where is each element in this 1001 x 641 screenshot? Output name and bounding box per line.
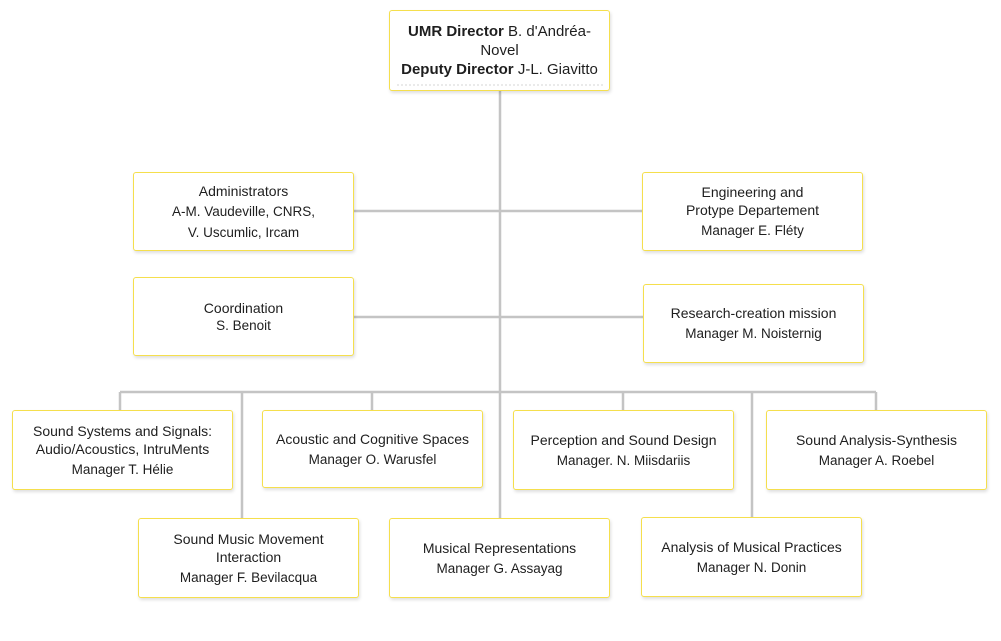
administrators-line-2: V. Uscumlic, Ircam [187, 224, 300, 240]
team-title-line-1: Perception and Sound Design [530, 431, 717, 448]
team-manager: Manager G. Assayag [436, 560, 563, 576]
deputy-director-name: J-L. Giavitto [517, 61, 598, 78]
team-manager: Manager N. Donin [696, 559, 807, 575]
engineering-manager: Manager E. Fléty [701, 223, 804, 238]
team-box-sound-systems: Sound Systems and Signals: Audio/Acousti… [12, 410, 233, 490]
administrators-title: Administrators [198, 182, 289, 199]
team-box-analysis-synthesis: Sound Analysis-Synthesis Manager A. Roeb… [766, 410, 987, 490]
team-title-line-1: Analysis of Musical Practices [661, 538, 842, 555]
director-role: UMR Director [408, 23, 504, 40]
team-box-sound-music-movement: Sound Music Movement Interaction Manager… [138, 518, 359, 598]
team-manager: Manager F. Bevilacqua [179, 569, 318, 585]
team-title-line-1: Sound Systems and Signals: [33, 422, 212, 439]
team-box-perception-sound-design: Perception and Sound Design Manager. N. … [513, 410, 734, 490]
engineering-title-line-2: Protype Departement [685, 202, 820, 218]
team-box-musical-representations: Musical Representations Manager G. Assay… [389, 518, 610, 598]
research-creation-manager: Manager M. Noisternig [685, 326, 822, 341]
research-creation-title: Research-creation mission [670, 305, 837, 321]
dotted-footer [396, 83, 603, 87]
team-manager: Manager O. Warusfel [308, 451, 437, 467]
director-box: UMR Director B. d'Andréa-Novel Deputy Di… [389, 10, 610, 91]
team-manager: Manager A. Roebel [818, 452, 935, 468]
engineering-title-line-1: Engineering and [701, 184, 804, 200]
administrators-box: Administrators A-M. Vaudeville, CNRS, V.… [133, 172, 354, 251]
engineering-box: Engineering and Protype Departement Mana… [642, 172, 863, 251]
team-manager: Manager T. Hélie [71, 461, 174, 477]
deputy-director-role: Deputy Director [401, 61, 514, 78]
administrators-line-1: A-M. Vaudeville, CNRS, [171, 203, 316, 219]
director-name: B. d'Andréa-Novel [480, 23, 591, 59]
team-manager: Manager. N. Miisdariis [556, 452, 691, 468]
team-title-line-1: Sound Analysis-Synthesis [795, 431, 958, 448]
team-box-acoustic-cognitive: Acoustic and Cognitive Spaces Manager O.… [262, 410, 483, 488]
coordination-title: Coordination [203, 299, 284, 316]
research-creation-box: Research-creation mission Manager M. Noi… [643, 284, 864, 363]
team-title-line-2: Audio/Acoustics, IntruMents [35, 440, 210, 457]
team-title-line-1: Acoustic and Cognitive Spaces [276, 430, 469, 447]
coordination-box: Coordination S. Benoit [133, 277, 354, 356]
team-title-line-1: Musical Representations [422, 539, 577, 556]
team-box-musical-practices: Analysis of Musical Practices Manager N.… [641, 517, 862, 597]
coordination-name: S. Benoit [216, 317, 271, 333]
team-title-line-2: Interaction [215, 548, 282, 565]
team-title-line-1: Sound Music Movement [173, 530, 324, 547]
